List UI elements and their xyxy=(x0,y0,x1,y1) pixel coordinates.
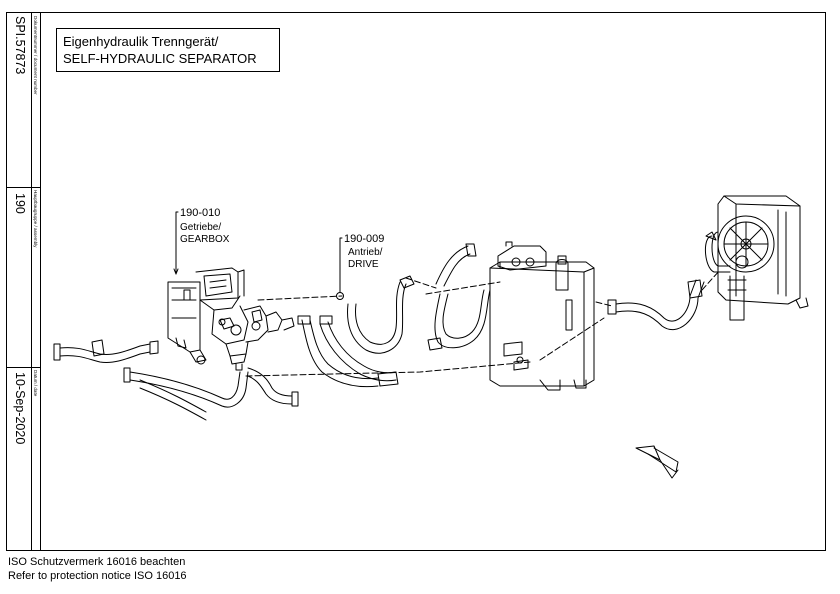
callout-gearbox-number: 190-010 xyxy=(180,207,221,219)
protection-notice-german: ISO Schutzvermerk 16016 beachten xyxy=(8,556,186,568)
drawing-title-box: Eigenhydraulik Trenngerät/ SELF-HYDRAULI… xyxy=(56,28,280,72)
assembly-connection-lines xyxy=(245,269,721,377)
callout-gearbox-german: Getriebe/ xyxy=(180,222,222,233)
drawing-frame xyxy=(6,12,826,551)
sidebar-divider xyxy=(40,12,41,551)
callout-leaders xyxy=(173,211,344,300)
sidebar-divider xyxy=(31,12,32,551)
hydraulic-tank xyxy=(489,241,595,391)
title-english: SELF-HYDRAULIC SEPARATOR xyxy=(63,51,257,66)
oil-cooler xyxy=(705,195,809,321)
sidebar-separator xyxy=(6,367,40,368)
gearbox-assembly xyxy=(167,267,295,371)
hose-tank xyxy=(427,243,491,351)
callout-drive-german: Antrieb/ xyxy=(348,247,383,258)
hose-right xyxy=(607,279,705,331)
hose-drive xyxy=(297,275,415,388)
protection-notice-english: Refer to protection notice ISO 16016 xyxy=(8,570,187,582)
hose-left xyxy=(53,339,159,363)
hose-lower xyxy=(123,367,299,421)
direction-arrow-icon xyxy=(635,445,679,479)
callout-drive-english: DRIVE xyxy=(348,259,379,270)
title-german: Eigenhydraulik Trenngerät/ xyxy=(63,34,219,49)
callout-drive-number: 190-009 xyxy=(344,233,385,245)
sidebar-separator xyxy=(6,187,40,188)
callout-gearbox-english: GEARBOX xyxy=(180,234,230,245)
